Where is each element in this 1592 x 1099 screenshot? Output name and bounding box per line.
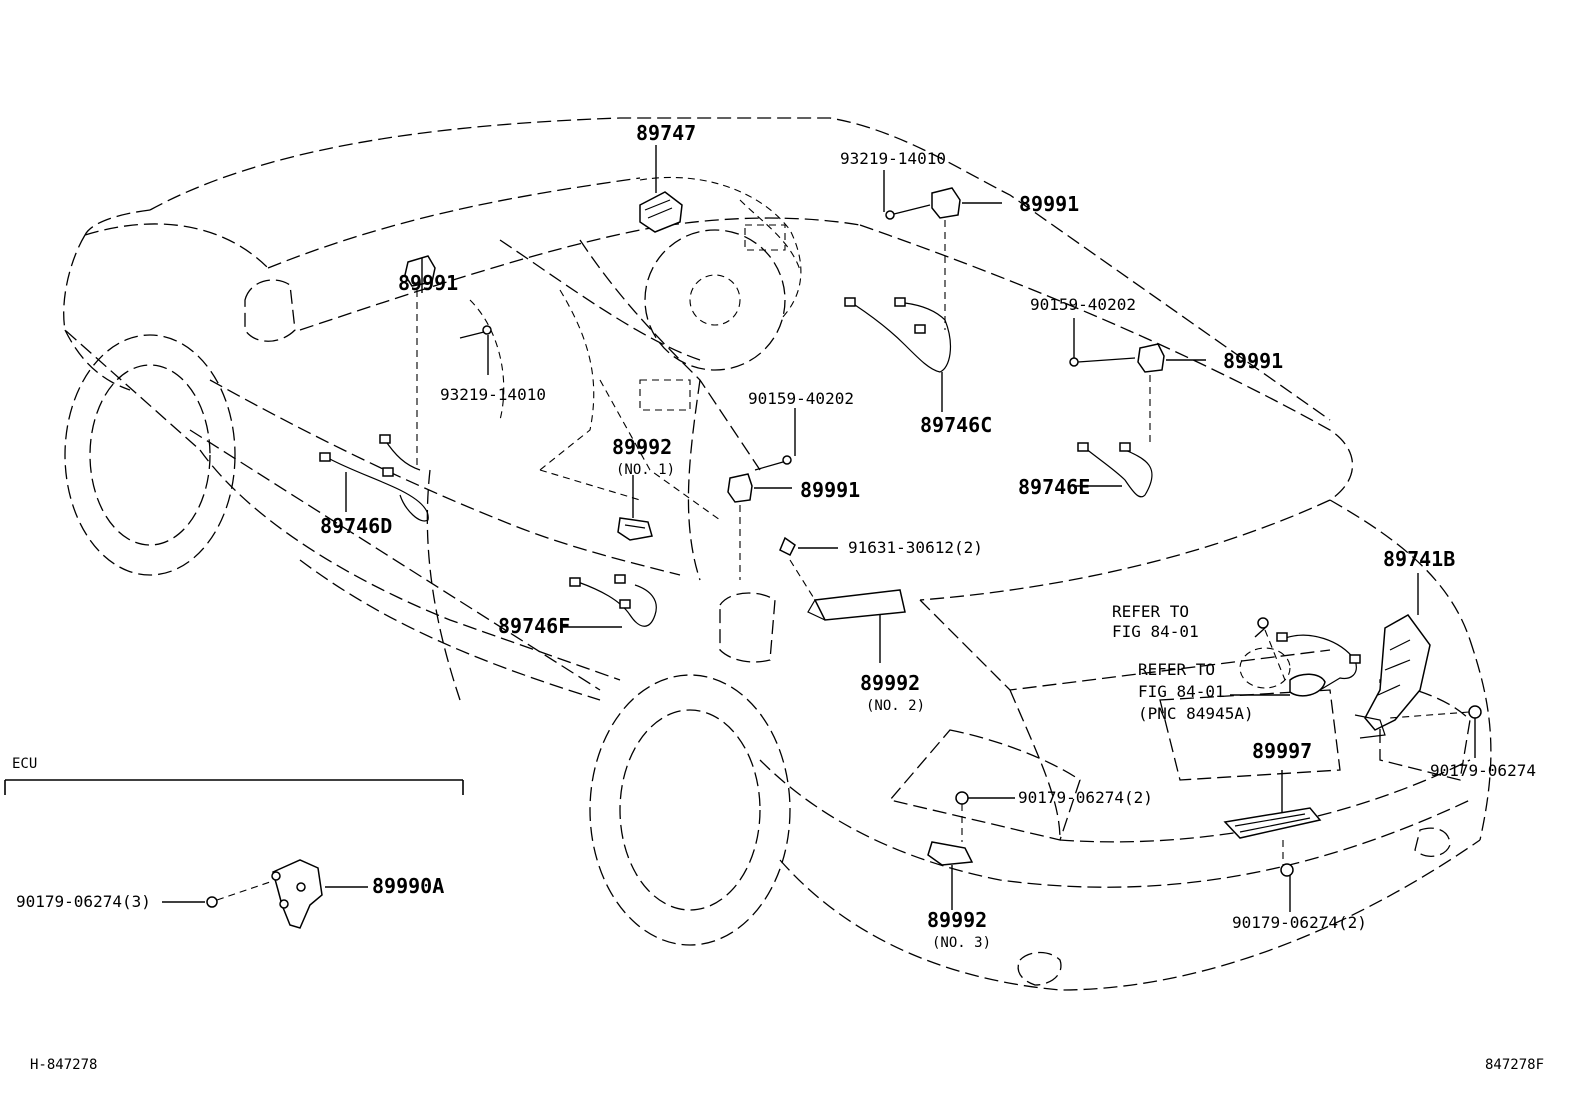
car-body-outline [63,117,1492,991]
part-89997-shape [1223,807,1322,839]
part-89992-no3-shape [927,791,974,866]
ecu-inset [4,779,464,929]
label-89991-right: 89991 [1223,349,1283,373]
part-89992-no2-shape [807,589,906,621]
part-89746E-wire [1077,442,1153,498]
steering-wheel [644,229,786,371]
front-wheel [64,334,236,576]
part-89747-shape [639,191,683,233]
side-mirror [244,279,296,342]
label-89746F: 89746F [498,614,570,638]
label-89992-no2-sub: (NO. 2) [866,698,925,714]
label-90179-ecu3: 90179-06274(3) [16,892,151,911]
label-90179-mid2: 90179-06274(2) [1018,788,1153,807]
label-89990A: 89990A [372,874,444,898]
part-91631-shape [779,536,796,557]
label-89747: 89747 [636,121,696,145]
label-89746C: 89746C [920,413,992,437]
label-89992-no2: 89992 [860,671,920,695]
label-90179-right: 90179-06274 [1430,761,1536,780]
label-89997: 89997 [1252,739,1312,763]
ecu-section-title: ECU [12,756,37,772]
label-refer1-line1: REFER TO [1112,602,1189,621]
label-91631: 91631-30612(2) [848,538,983,557]
footer-right-code: 847278F [1485,1057,1544,1073]
label-89992-no3-sub: (NO. 3) [932,935,991,951]
part-90179-bottom-nut [1280,863,1294,877]
footer-left-code: H-847278 [30,1057,97,1073]
part-89991-mid-shape [727,455,792,503]
label-89746E: 89746E [1018,475,1090,499]
part-89991-left-shape [404,255,492,339]
fuel-door [719,592,776,663]
label-89992-no1-sub: (NO. 1) [616,462,675,478]
label-refer2-line3: (PNC 84945A) [1138,704,1254,723]
part-89746C-wire [844,297,952,373]
label-89991-left: 89991 [398,271,458,295]
label-refer2-line2: FIG 84-01 [1138,682,1225,701]
trunk-lock-wire [1239,617,1361,697]
label-refer1-line2: FIG 84-01 [1112,622,1199,641]
interior-outline [469,176,802,521]
part-89746F-wire [569,574,657,627]
label-89991-top: 89991 [1019,192,1079,216]
label-refer2-line1: REFER TO [1138,660,1215,679]
part-89991-right-shape [1069,343,1165,373]
label-89741B: 89741B [1383,547,1455,571]
part-89992-no1-shape [617,517,653,541]
label-90159-mid: 90159-40202 [748,389,854,408]
label-89991-mid: 89991 [800,478,860,502]
label-89746D: 89746D [320,514,392,538]
label-90179-bottom2: 90179-06274(2) [1232,913,1367,932]
label-93219-top: 93219-14010 [840,149,946,168]
part-89991-top-shape [885,187,961,220]
label-89992-no1: 89992 [612,435,672,459]
part-89746D-wire [319,434,429,522]
rear-wheel [589,674,791,946]
part-89741B-shape [1354,614,1431,739]
part-90179-right-nut [1389,705,1482,719]
label-90159-right: 90159-40202 [1030,295,1136,314]
label-89992-no3: 89992 [927,908,987,932]
label-93219-left: 93219-14010 [440,385,546,404]
